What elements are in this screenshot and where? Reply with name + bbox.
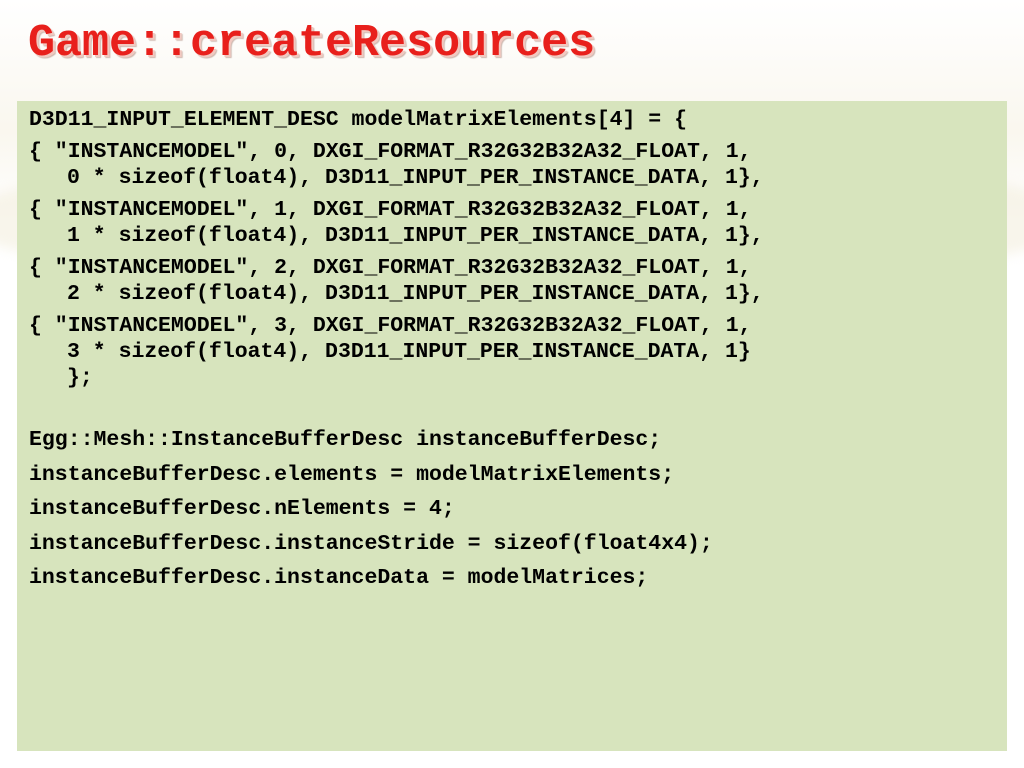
code-line: }; bbox=[67, 366, 93, 390]
slide-title: Game::createResources bbox=[28, 18, 596, 69]
code-line: Egg::Mesh::InstanceBufferDesc instanceBu… bbox=[29, 428, 662, 452]
code-line: { "INSTANCEMODEL", 1, DXGI_FORMAT_R32G32… bbox=[29, 198, 752, 222]
code-line: { "INSTANCEMODEL", 0, DXGI_FORMAT_R32G32… bbox=[29, 140, 752, 164]
code-line: instanceBufferDesc.instanceData = modelM… bbox=[29, 566, 649, 590]
code-line: instanceBufferDesc.nElements = 4; bbox=[29, 497, 455, 521]
code-line: D3D11_INPUT_ELEMENT_DESC modelMatrixElem… bbox=[29, 108, 688, 132]
blank-line bbox=[29, 391, 1007, 423]
code-line: 2 * sizeof(float4), D3D11_INPUT_PER_INST… bbox=[67, 282, 764, 306]
code-line: 0 * sizeof(float4), D3D11_INPUT_PER_INST… bbox=[67, 166, 764, 190]
code-line: { "INSTANCEMODEL", 2, DXGI_FORMAT_R32G32… bbox=[29, 256, 752, 280]
code-line: 1 * sizeof(float4), D3D11_INPUT_PER_INST… bbox=[67, 224, 764, 248]
code-line: instanceBufferDesc.elements = modelMatri… bbox=[29, 462, 675, 487]
code-line: instanceBufferDesc.instanceStride = size… bbox=[29, 531, 713, 556]
code-line: 3 * sizeof(float4), D3D11_INPUT_PER_INST… bbox=[67, 340, 751, 364]
code-line: { "INSTANCEMODEL", 3, DXGI_FORMAT_R32G32… bbox=[29, 314, 752, 338]
code-block: D3D11_INPUT_ELEMENT_DESC modelMatrixElem… bbox=[17, 101, 1007, 751]
